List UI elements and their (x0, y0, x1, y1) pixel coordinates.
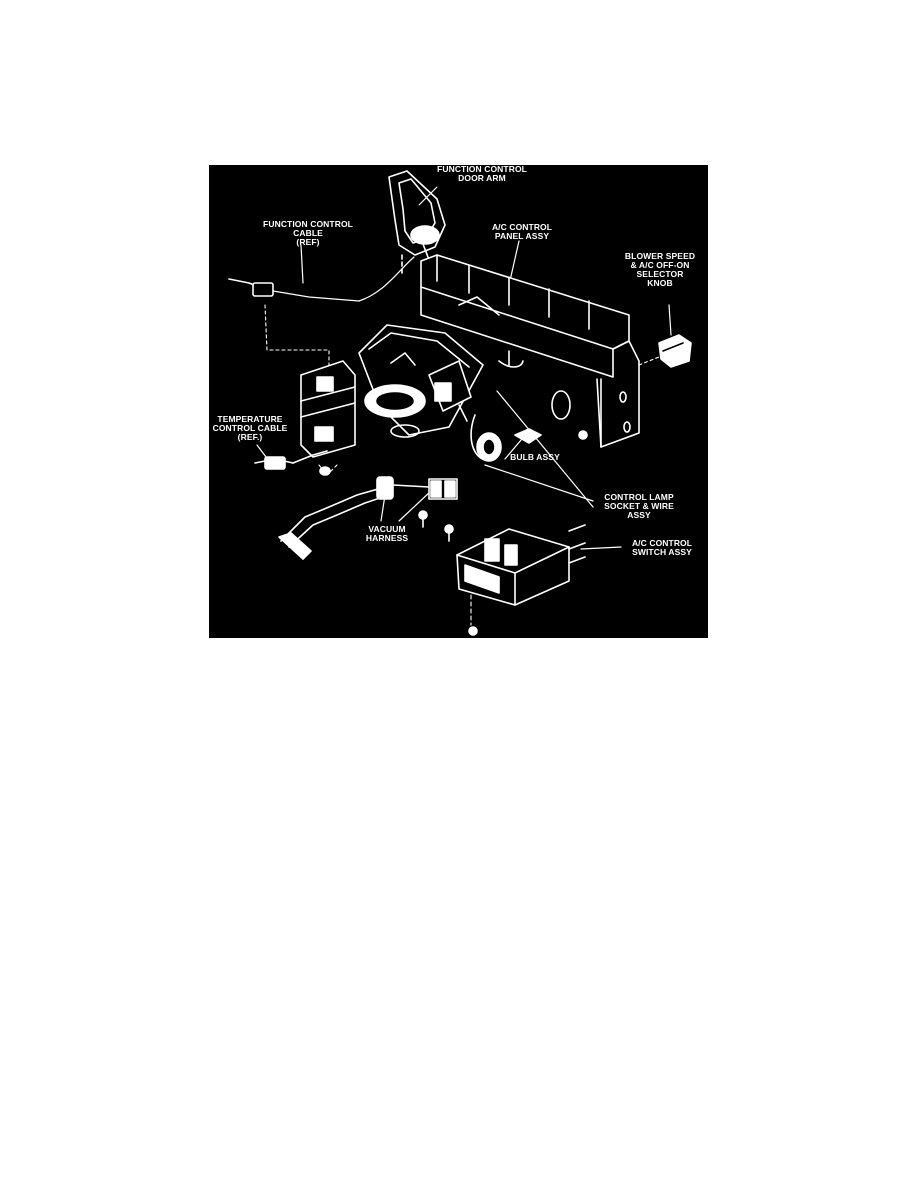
function-control-cable (228, 256, 415, 376)
ac-control-switch-assy (456, 524, 586, 606)
label-vacuum-harness: VACUUM HARNESS (365, 524, 409, 543)
label-function-control-door-arm: FUNCTION CONTROL DOOR ARM (437, 165, 527, 183)
mounting-screws (418, 510, 478, 636)
label-temperature-control-cable: TEMPERATURE CONTROL CABLE (REF.) (212, 414, 288, 442)
label-ac-control-switch-assy: A/C CONTROL SWITCH ASSY (631, 538, 693, 557)
label-function-control-cable: FUNCTION CONTROL CABLE (REF) (263, 219, 353, 247)
temperature-control-bracket (300, 360, 356, 458)
label-blower-speed-knob: BLOWER SPEED & A/C OFF-ON SELECTOR KNOB (624, 251, 696, 288)
temperature-control-cable (254, 450, 338, 476)
label-control-lamp-socket: CONTROL LAMP SOCKET & WIRE ASSY (604, 492, 674, 520)
blower-speed-knob (638, 334, 692, 368)
lever-mechanism (358, 324, 484, 438)
vacuum-harness (278, 476, 458, 560)
exploded-parts-diagram: FUNCTION CONTROL DOOR ARM FUNCTION CONTR… (209, 165, 708, 638)
label-bulb-assy: BULB ASSY (510, 452, 560, 462)
diagram-drawing (228, 170, 692, 636)
label-ac-control-panel-assy: A/C CONTROL PANEL ASSY (491, 222, 553, 241)
function-control-door-arm (388, 170, 446, 276)
control-lamp-socket (458, 404, 542, 462)
ac-control-panel-assy (420, 254, 640, 448)
